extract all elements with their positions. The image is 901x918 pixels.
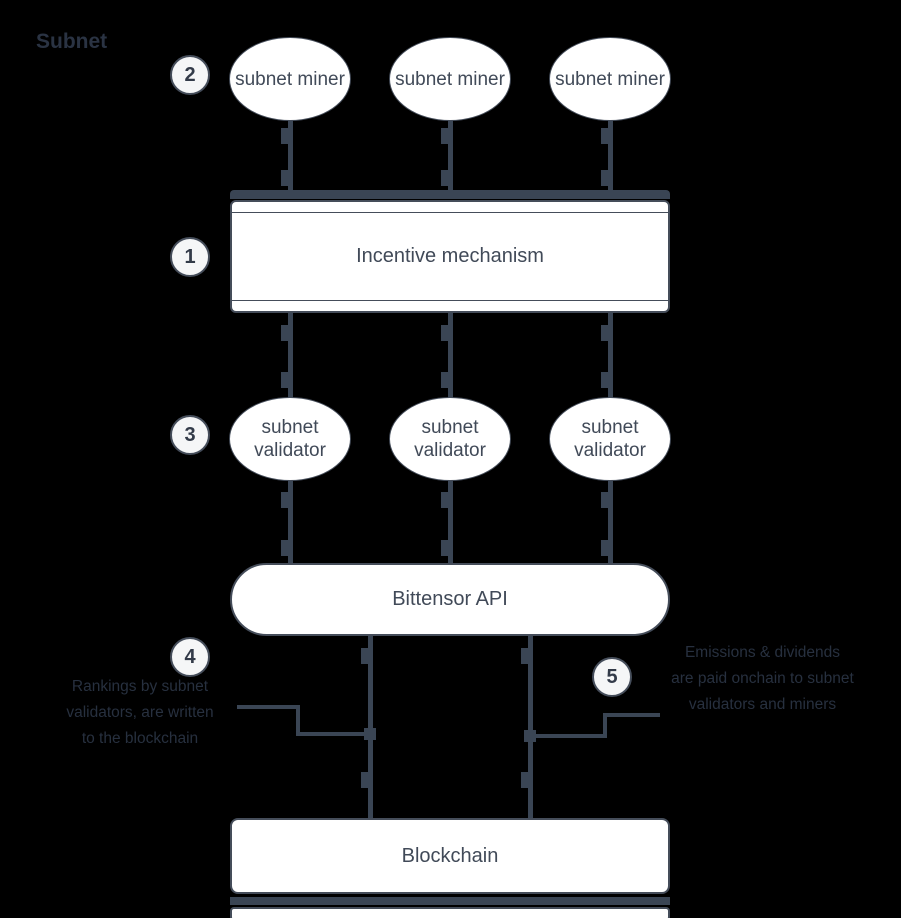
- blockchain-bottom-band: [230, 897, 670, 905]
- arrowhead: [441, 372, 448, 388]
- note-4-text: Rankings by subnet validators, are writt…: [35, 674, 245, 752]
- note-5-line: are paid onchain to subnet: [671, 670, 854, 687]
- subnet-validator-node: subnet validator: [549, 397, 671, 481]
- connector-miner1-incentive: [288, 119, 293, 191]
- bittensor-api-label: Bittensor API: [392, 588, 508, 610]
- connector-joint: [364, 728, 376, 740]
- arrowhead: [601, 492, 608, 508]
- badge-5: 5: [592, 657, 632, 697]
- incentive-top-band: [230, 190, 670, 199]
- arrowhead: [441, 170, 448, 186]
- subnet-validator-node: subnet validator: [389, 397, 511, 481]
- badge-1-label: 1: [184, 245, 196, 268]
- arrowhead: [281, 540, 288, 556]
- subnet-miner-node: subnet miner: [549, 37, 671, 121]
- badge-2-label: 2: [184, 63, 196, 86]
- note5-connector: [603, 713, 660, 717]
- note-4-line: to the blockchain: [81, 730, 199, 747]
- connector-incentive-validator2: [448, 313, 453, 398]
- note4-connector: [296, 705, 300, 736]
- subnet-miner-node: subnet miner: [389, 37, 511, 121]
- bittensor-api-node: Bittensor API: [230, 563, 670, 636]
- note4-connector: [237, 705, 300, 709]
- arrowhead: [521, 648, 528, 664]
- badge-3: 3: [170, 415, 210, 455]
- connector-validator1-api: [288, 481, 293, 564]
- subnet-validator-node: subnet validator: [229, 397, 351, 481]
- connector-incentive-validator1: [288, 313, 293, 398]
- arrowhead: [601, 170, 608, 186]
- subnet-validator-label: subnet validator: [574, 417, 646, 461]
- arrowhead: [601, 372, 608, 388]
- badge-3-label: 3: [184, 423, 196, 446]
- subnet-label: Subnet: [36, 30, 108, 53]
- note-5-text: Emissions & dividends are paid onchain t…: [655, 640, 870, 718]
- badge-4: 4: [170, 637, 210, 677]
- incentive-mechanism-label: Incentive mechanism: [356, 245, 544, 267]
- arrowhead: [441, 325, 448, 341]
- note-4-line: Rankings by subnet: [71, 678, 209, 695]
- arrowhead: [441, 492, 448, 508]
- connector-validator3-api: [608, 481, 613, 564]
- subnet-miner-node: subnet miner: [229, 37, 351, 121]
- arrowhead: [441, 128, 448, 144]
- subnet-validator-label: subnet validator: [414, 417, 486, 461]
- blockchain-node: Blockchain: [230, 818, 670, 894]
- subnet-miner-label: subnet miner: [555, 68, 665, 90]
- subnet-miner-label: subnet miner: [235, 68, 345, 90]
- arrowhead: [281, 325, 288, 341]
- connector-joint: [524, 730, 536, 742]
- note-5-line: validators and miners: [688, 696, 837, 713]
- arrowhead: [441, 540, 448, 556]
- blockchain-label: Blockchain: [401, 844, 499, 867]
- subnet-miner-label: subnet miner: [395, 68, 505, 90]
- arrowhead: [601, 325, 608, 341]
- subnet-validator-label: subnet validator: [254, 417, 326, 461]
- connector-miner2-incentive: [448, 119, 453, 191]
- note4-connector: [296, 732, 372, 736]
- badge-4-label: 4: [184, 645, 196, 668]
- badge-2: 2: [170, 55, 210, 95]
- note5-connector: [530, 734, 607, 738]
- connector-miner3-incentive: [608, 119, 613, 191]
- arrowhead: [521, 772, 528, 788]
- arrowhead: [601, 128, 608, 144]
- connector-validator2-api: [448, 481, 453, 564]
- arrowhead: [601, 540, 608, 556]
- incentive-mechanism-node: Incentive mechanism: [230, 200, 670, 313]
- arrowhead: [361, 772, 368, 788]
- note-5-line: Emissions & dividends: [684, 644, 841, 661]
- connector-incentive-validator3: [608, 313, 613, 398]
- connector-api-blockchain-left: [368, 636, 373, 818]
- arrowhead: [361, 648, 368, 664]
- connector-api-blockchain-right: [528, 636, 533, 818]
- arrowhead: [281, 128, 288, 144]
- arrowhead: [281, 372, 288, 388]
- badge-5-label: 5: [606, 665, 618, 688]
- blockchain-bottom-strip: [230, 907, 670, 918]
- arrowhead: [281, 170, 288, 186]
- note5-connector: [603, 713, 607, 738]
- arrowhead: [281, 492, 288, 508]
- badge-1: 1: [170, 237, 210, 277]
- note-4-line: validators, are written: [66, 704, 214, 721]
